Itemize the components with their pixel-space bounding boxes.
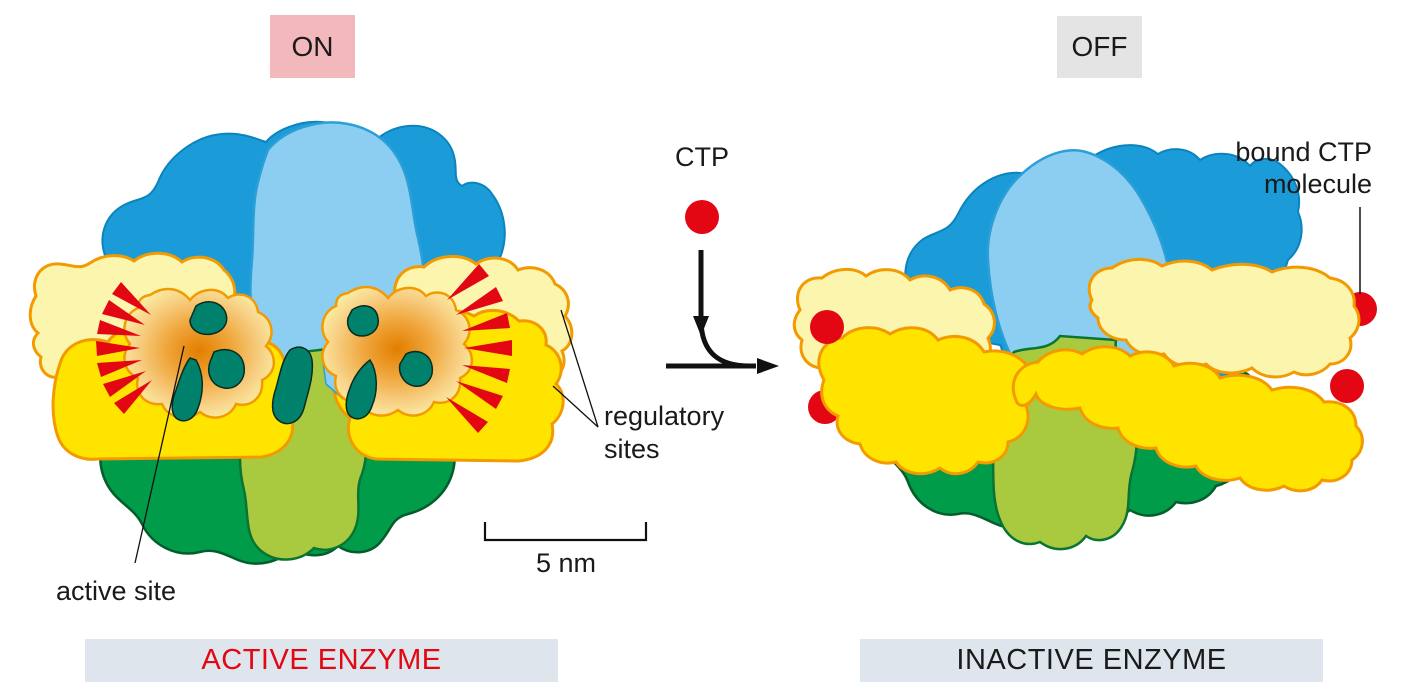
arrow-right-head — [757, 358, 779, 374]
regulatory-subunit-yellow-right — [1011, 345, 1364, 493]
active-site-teal-shapes — [171, 301, 434, 425]
bound-ctp-label: bound CTP molecule — [1235, 136, 1372, 200]
active-site-leader-line — [134, 345, 185, 564]
active-site-spikes-right — [446, 264, 512, 433]
ctp-molecule-dot-front-left — [810, 310, 844, 344]
active-enzyme-caption: ACTIVE ENZYME — [85, 639, 558, 682]
regulatory-sites-leader-line-1 — [560, 309, 599, 428]
regulatory-subunit-yellow-left — [817, 326, 1038, 476]
ctp-molecule-dot — [685, 200, 719, 234]
active-enzyme-illustration — [28, 120, 599, 565]
ctp-label: CTP — [675, 142, 729, 172]
off-state-badge: OFF — [1057, 16, 1142, 78]
active-site-spikes-left — [96, 282, 152, 414]
scale-bar — [483, 522, 648, 542]
regulatory-sites-leader-line-2 — [552, 385, 599, 428]
inactive-enzyme-illustration — [792, 144, 1377, 551]
active-site-pocket-right — [321, 285, 473, 417]
leader-lines-left — [134, 309, 599, 564]
ctp-reaction-arrow — [666, 200, 779, 374]
on-state-badge: ON — [270, 15, 355, 78]
active-site-label: active site — [56, 576, 177, 606]
bound-ctp-label-line2: molecule — [1263, 169, 1372, 199]
bound-ctp-label-line1: bound CTP — [1235, 137, 1372, 167]
regulatory-sites-label-line1: regulatory — [604, 401, 725, 431]
inactive-enzyme-caption: INACTIVE ENZYME — [860, 639, 1323, 682]
regulatory-sites-label-line2: sites — [604, 434, 660, 464]
regulatory-sites-label: regulatory sites — [604, 400, 724, 466]
scale-bar-label: 5 nm — [535, 548, 597, 578]
ctp-molecule-dot-front-right — [1330, 369, 1364, 403]
arrow-curve — [698, 321, 751, 369]
